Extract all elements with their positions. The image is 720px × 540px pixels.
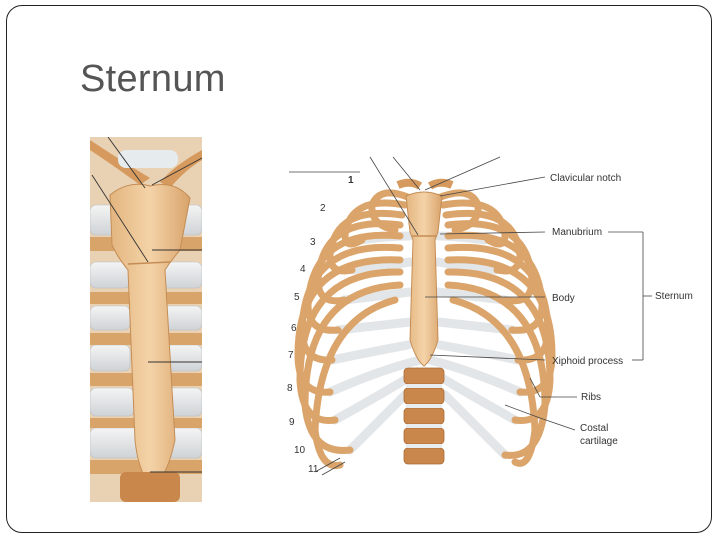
rib-number-8: 8	[287, 383, 293, 394]
label-manubrium: Manubrium	[552, 227, 602, 238]
slide-title: Sternum	[80, 58, 226, 100]
label-costal-cartilage-line1: Costal	[580, 423, 608, 434]
structure-labels: Clavicular notch Manubrium Body Xiphoid …	[550, 173, 693, 447]
label-ribs: Ribs	[581, 392, 601, 403]
rib-number-4: 4	[300, 264, 306, 275]
rib-number-3: 3	[310, 237, 316, 248]
rib-number-10: 10	[294, 445, 306, 456]
label-clavicular-notch: Clavicular notch	[550, 173, 621, 184]
label-body: Body	[552, 293, 575, 304]
rib-number-11: 11	[308, 464, 319, 475]
rib-number-9: 9	[289, 417, 295, 428]
label-costal-cartilage-line2: cartilage	[580, 436, 618, 447]
rib-number-5: 5	[294, 292, 300, 303]
ribcage-figure	[294, 178, 556, 470]
rib-number-1: 1	[348, 175, 354, 186]
rib-number-labels: 1 2 3 4 5 6 7 8 9 10 11	[287, 175, 354, 475]
closeup-panel	[90, 137, 202, 502]
rib-number-6: 6	[291, 323, 297, 334]
rib-number-7: 7	[288, 350, 294, 361]
label-xiphoid-process: Xiphoid process	[552, 356, 623, 367]
leader-lines	[289, 156, 652, 476]
rib-number-2: 2	[320, 203, 326, 214]
label-sternum: Sternum	[655, 291, 693, 302]
